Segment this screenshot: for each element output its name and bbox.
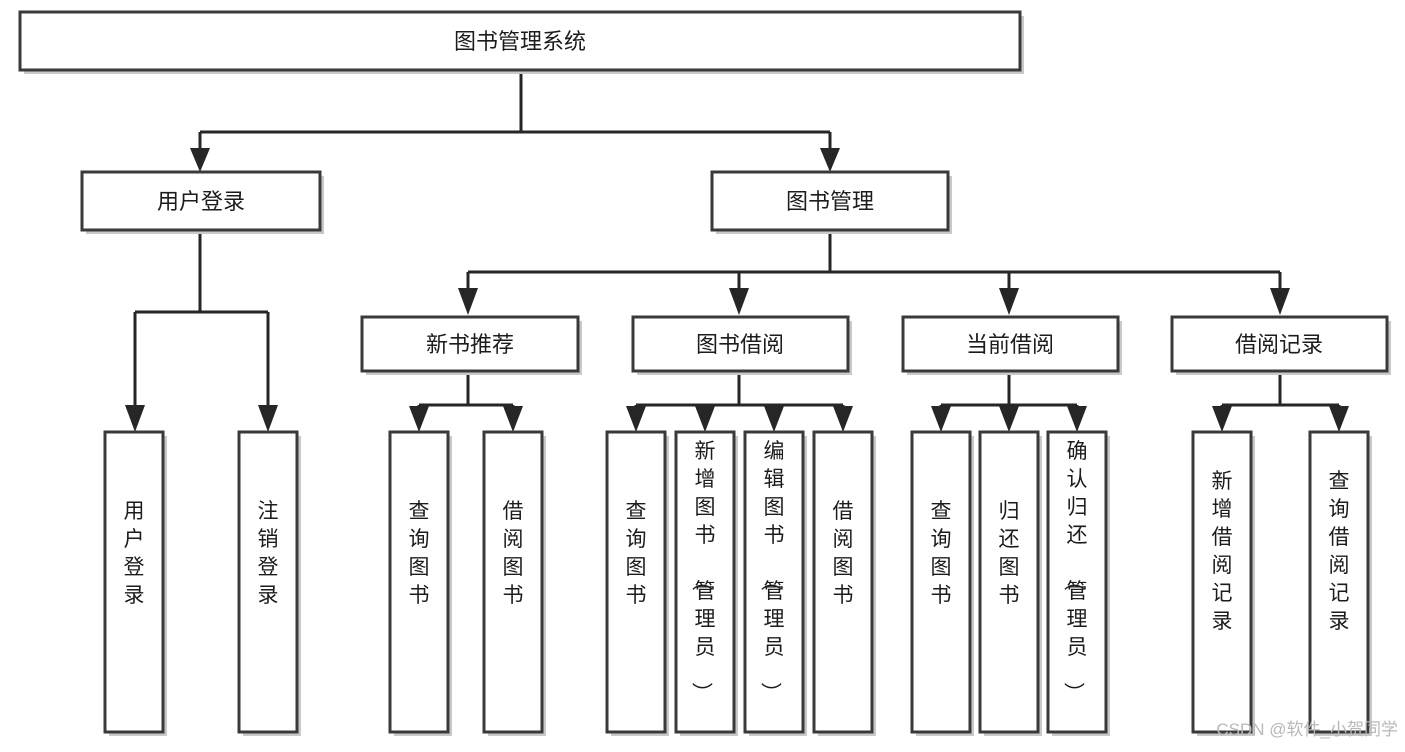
node-leaf-borrow-book-1-box[interactable] — [482, 430, 544, 734]
arrow-head-leaf-edit-book — [764, 406, 784, 432]
node-leaf-edit-book[interactable]: 编辑图书（管理员） — [743, 430, 807, 736]
node-new-book-recommend-label: 新书推荐 — [426, 332, 514, 357]
arrow-head-leaf-add-record — [1212, 406, 1232, 432]
arrow-head-leaf-user-login — [125, 405, 145, 432]
node-current-borrow-label: 当前借阅 — [966, 332, 1054, 357]
arrow-head-book-borrow — [729, 288, 749, 315]
node-leaf-borrow-book-1-label: 借阅图书 — [503, 500, 524, 607]
node-book-borrow-box[interactable] — [631, 315, 850, 373]
node-user-login-box[interactable] — [80, 170, 322, 232]
node-leaf-borrow-book-2-label: 借阅图书 — [833, 500, 854, 607]
node-borrow-record-box[interactable] — [1170, 315, 1389, 373]
csdn-watermark: CSDN @软件_小贺同学 — [1216, 720, 1398, 739]
arrow-head-borrow-record — [1270, 288, 1290, 315]
node-leaf-query-book-1-box[interactable] — [388, 430, 450, 734]
arrow-head-leaf-borrow-book-1 — [503, 406, 523, 432]
arrow-head-leaf-query-book-1 — [409, 406, 429, 432]
arrow-head-user-login — [190, 148, 210, 172]
arrow-head-leaf-confirm-return — [1067, 406, 1087, 432]
arrow-head-leaf-user-logout — [258, 405, 278, 432]
arrow-head-leaf-query-record — [1329, 406, 1349, 432]
arrow-head-leaf-return-book — [999, 406, 1019, 432]
node-leaf-query-book-2-label: 查询图书 — [626, 500, 647, 607]
node-leaf-add-record-label: 新增借阅记录 — [1212, 470, 1233, 633]
arrow-head-book-manage — [820, 148, 840, 172]
arrow-head-leaf-query-book-3 — [931, 406, 951, 432]
node-book-borrow[interactable]: 图书借阅 — [631, 315, 852, 375]
node-leaf-query-book-1-label: 查询图书 — [409, 500, 430, 607]
node-root-label: 图书管理系统 — [454, 29, 586, 54]
node-book-manage-label: 图书管理 — [786, 189, 874, 214]
node-current-borrow-box[interactable] — [901, 315, 1120, 373]
node-leaf-user-login[interactable]: 用户登录 — [103, 430, 167, 736]
node-leaf-query-record-label: 查询借阅记录 — [1329, 470, 1350, 633]
node-user-login-label: 用户登录 — [157, 189, 245, 214]
node-borrow-record[interactable]: 借阅记录 — [1170, 315, 1391, 375]
node-leaf-borrow-book-2-box[interactable] — [812, 430, 874, 734]
node-leaf-borrow-book-1[interactable]: 借阅图书 — [482, 430, 546, 736]
node-new-book-recommend-box[interactable] — [360, 315, 580, 373]
node-leaf-query-book-2[interactable]: 查询图书 — [605, 430, 669, 736]
node-root-box[interactable] — [18, 10, 1022, 72]
arrow-head-new-book-recommend — [458, 288, 478, 315]
node-user-login[interactable]: 用户登录 — [80, 170, 324, 234]
node-root[interactable]: 图书管理系统 — [18, 10, 1024, 74]
node-leaf-user-logout-box[interactable] — [237, 430, 299, 734]
node-leaf-add-book-label: 新增图书（管理员） — [690, 440, 716, 703]
arrow-head-leaf-borrow-book-2 — [833, 406, 853, 432]
node-leaf-add-book[interactable]: 新增图书（管理员） — [674, 430, 738, 736]
node-leaf-query-book-1[interactable]: 查询图书 — [388, 430, 452, 736]
node-leaf-user-login-box[interactable] — [103, 430, 165, 734]
node-leaf-borrow-book-2[interactable]: 借阅图书 — [812, 430, 876, 736]
node-leaf-return-book-box[interactable] — [978, 430, 1040, 734]
node-leaf-query-record[interactable]: 查询借阅记录 — [1308, 430, 1372, 736]
connector-layer — [125, 72, 1349, 432]
node-leaf-query-book-3-label: 查询图书 — [931, 500, 952, 607]
node-book-manage-box[interactable] — [710, 170, 950, 232]
node-leaf-query-book-3[interactable]: 查询图书 — [910, 430, 974, 736]
node-leaf-confirm-return[interactable]: 确认归还（管理员） — [1046, 430, 1110, 736]
node-book-manage[interactable]: 图书管理 — [710, 170, 952, 234]
node-leaf-return-book-label: 归还图书 — [999, 500, 1020, 607]
node-borrow-record-label: 借阅记录 — [1235, 332, 1323, 357]
node-leaf-add-book-box[interactable] — [674, 430, 736, 734]
arrow-head-leaf-add-book — [695, 406, 715, 432]
node-leaf-add-record[interactable]: 新增借阅记录 — [1191, 430, 1255, 736]
node-leaf-return-book[interactable]: 归还图书 — [978, 430, 1042, 736]
node-leaf-query-record-box[interactable] — [1308, 430, 1370, 734]
node-new-book-recommend[interactable]: 新书推荐 — [360, 315, 582, 375]
node-leaf-user-login-label: 用户登录 — [124, 500, 145, 607]
node-leaf-query-book-3-box[interactable] — [910, 430, 972, 734]
arrow-head-leaf-query-book-2 — [626, 406, 646, 432]
node-current-borrow[interactable]: 当前借阅 — [901, 315, 1122, 375]
node-leaf-confirm-return-box[interactable] — [1046, 430, 1108, 734]
node-leaf-edit-book-label: 编辑图书（管理员） — [759, 440, 785, 703]
node-leaf-edit-book-box[interactable] — [743, 430, 805, 734]
node-leaf-query-book-2-box[interactable] — [605, 430, 667, 734]
node-leaf-add-record-box[interactable] — [1191, 430, 1253, 734]
arrow-head-current-borrow — [999, 288, 1019, 315]
node-leaf-user-logout[interactable]: 注销登录 — [237, 430, 301, 736]
node-leaf-user-logout-label: 注销登录 — [258, 500, 279, 607]
node-book-borrow-label: 图书借阅 — [696, 332, 784, 357]
node-leaf-confirm-return-label: 确认归还（管理员） — [1062, 440, 1088, 703]
